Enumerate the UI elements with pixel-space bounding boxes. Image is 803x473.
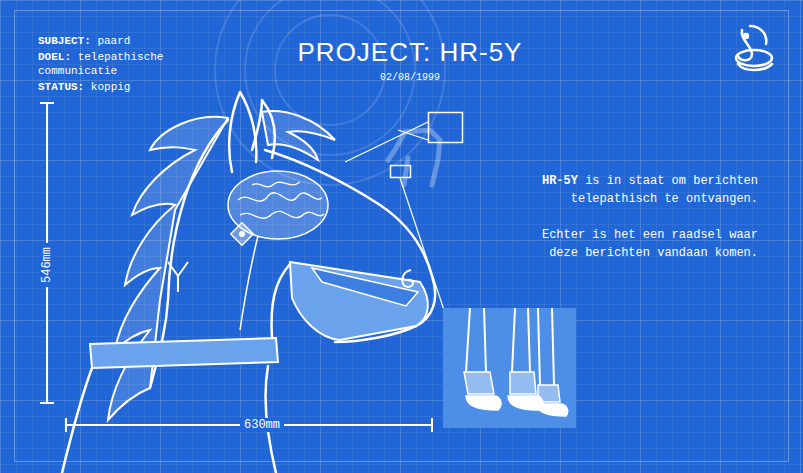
horse-mouth — [290, 262, 428, 340]
meta-key: DOEL: — [38, 51, 71, 63]
meta-row: SUBJECT: paard — [38, 34, 198, 48]
callouts — [345, 113, 576, 429]
meta-value: koppig — [91, 81, 131, 93]
horse-forelock — [262, 111, 335, 160]
dimension-label: 630mm — [240, 418, 284, 432]
collar — [90, 338, 278, 368]
meta-value: paard — [97, 35, 130, 47]
meta-row: STATUS: koppig — [38, 80, 198, 94]
description-text: Echter is het een raadsel waar deze beri… — [542, 228, 758, 260]
subject-code: HR-5Y — [542, 174, 578, 188]
watermark-arcs — [215, 0, 445, 185]
horse-mane — [108, 117, 228, 420]
description: HR-5Y is in staat om berichten telepathi… — [522, 172, 758, 208]
logo — [736, 26, 772, 70]
legs-detail — [443, 308, 576, 428]
dimension-label: 546mm — [40, 243, 54, 287]
description-text: is in staat om berichten telepathisch te… — [571, 174, 758, 206]
meta-key: SUBJECT: — [38, 35, 91, 47]
date-wrap: 02/08/1999 — [310, 72, 510, 83]
description: Echter is het een raadsel waar deze beri… — [522, 226, 758, 262]
dimension-lines — [40, 103, 432, 432]
date: 02/08/1999 — [380, 72, 440, 83]
frame — [15, 11, 789, 462]
title: PROJECT: HR-5Y — [210, 37, 610, 68]
meta-row: DOEL: telepathische communicatie — [38, 50, 198, 78]
vessel — [168, 262, 188, 292]
horse-head — [62, 92, 435, 473]
meta-key: STATUS: — [38, 81, 84, 93]
